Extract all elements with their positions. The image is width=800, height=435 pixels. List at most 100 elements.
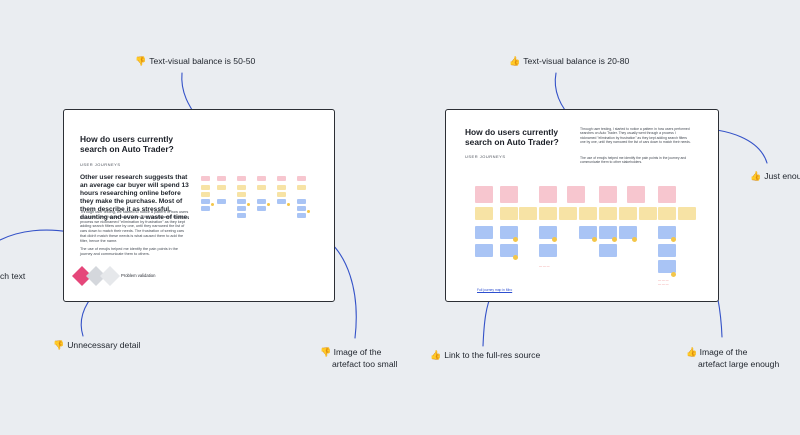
- annotation-text: Just enoug: [764, 171, 800, 181]
- sticky-note: [237, 199, 246, 204]
- pain-point-note: — — —: [539, 264, 550, 268]
- sticky-note: [297, 206, 306, 211]
- sticky-note: [217, 176, 226, 181]
- slide-title: How do users currently search on Auto Tr…: [465, 127, 559, 147]
- sticky-note: [658, 207, 676, 220]
- sticky-note: [201, 176, 210, 181]
- sticky-note: [539, 186, 557, 203]
- sticky-note: [539, 244, 557, 257]
- annotation-balance-left: 👎 Text-visual balance is 50-50: [135, 56, 255, 66]
- slide-body-text: Through user testing, we started to noti…: [80, 210, 190, 243]
- sticky-note: [567, 186, 585, 203]
- annotation-text: ch text: [0, 271, 26, 281]
- annotation-balance-right: 👍 Text-visual balance is 20-80: [509, 56, 629, 66]
- thumbs-up-icon: 👍: [509, 55, 521, 66]
- annotation-image-small: 👎 Image of the artefact too small: [320, 346, 397, 370]
- slide-subtitle: USER JOURNEYS: [80, 162, 121, 167]
- sticky-note: [201, 185, 210, 190]
- slide-lead-text: Other user research suggests that an ave…: [80, 174, 190, 221]
- sticky-note: [500, 244, 518, 257]
- sticky-note: [559, 207, 577, 220]
- emoji-icon: [612, 237, 617, 242]
- sticky-note: [579, 207, 597, 220]
- thumbs-down-icon: 👎: [135, 55, 147, 66]
- slide-body-text-2: The use of emojis helped me identify the…: [80, 247, 178, 256]
- annotation-link-source: 👍 Link to the full-res source: [430, 350, 540, 360]
- sticky-note: [639, 207, 657, 220]
- sticky-note: [277, 176, 286, 181]
- emoji-icon: [671, 272, 676, 277]
- pain-point-note: — — —: [658, 282, 669, 286]
- slide-body-text: Through user testing, I started to notic…: [580, 127, 691, 145]
- sticky-note: [237, 176, 246, 181]
- sticky-note: [500, 226, 518, 239]
- emoji-icon: [513, 255, 518, 260]
- emoji-icon: [267, 203, 270, 206]
- sticky-note: [201, 206, 210, 211]
- thumbs-up-icon: 👍: [750, 170, 762, 181]
- annotation-much-text: ch text: [0, 271, 25, 281]
- annotation-text: Unnecessary detail: [67, 340, 141, 350]
- sticky-note: [257, 185, 266, 190]
- emoji-icon: [247, 203, 250, 206]
- pain-point-note: — — —: [658, 278, 669, 282]
- emoji-icon: [632, 237, 637, 242]
- sticky-note: [539, 207, 557, 220]
- sticky-note: [658, 186, 676, 203]
- sticky-note: [201, 199, 210, 204]
- slide-title: How do users currently search on Auto Tr…: [80, 134, 174, 154]
- sticky-note: [658, 260, 676, 273]
- sticky-note: [475, 207, 493, 220]
- sticky-note: [237, 213, 246, 218]
- sticky-note: [599, 226, 617, 239]
- journey-map-thumbnail: [201, 176, 321, 236]
- emoji-icon: [552, 237, 557, 242]
- emoji-icon: [592, 237, 597, 242]
- emoji-icon: [307, 210, 310, 213]
- sticky-note: [237, 206, 246, 211]
- annotation-text: artefact large enough: [698, 359, 780, 369]
- sticky-note: [619, 226, 637, 239]
- sticky-note: [475, 186, 493, 203]
- sticky-note: [297, 185, 306, 190]
- sticky-note: [297, 176, 306, 181]
- slide-card-left: How do users currently search on Auto Tr…: [63, 109, 335, 302]
- annotation-text: Image of the: [699, 347, 748, 357]
- emoji-icon: [211, 203, 214, 206]
- sticky-note: [237, 185, 246, 190]
- annotation-unnecessary-detail: 👎 Unnecessary detail: [53, 340, 140, 350]
- slide-subtitle: USER JOURNEYS: [465, 154, 506, 159]
- annotation-text: artefact too small: [332, 359, 398, 369]
- emoji-icon: [671, 237, 676, 242]
- sticky-note: [217, 185, 226, 190]
- sticky-note: [257, 206, 266, 211]
- sticky-note: [277, 185, 286, 190]
- sticky-note: [539, 226, 557, 239]
- annotation-text: Text-visual balance is 50-50: [149, 56, 256, 66]
- slide-card-right: How do users currently search on Auto Tr…: [445, 109, 719, 302]
- annotation-text: Link to the full-res source: [444, 350, 541, 360]
- arrow-much-text: [0, 228, 72, 241]
- sticky-note: [678, 207, 696, 220]
- sticky-note: [500, 186, 518, 203]
- annotation-just-enough: 👍 Just enoug: [750, 171, 800, 181]
- sticky-note: [519, 207, 537, 220]
- problem-validation-label: Problem validation: [121, 273, 156, 278]
- emoji-icon: [513, 237, 518, 242]
- thumbs-down-icon: 👎: [320, 347, 332, 357]
- sticky-note: [297, 213, 306, 218]
- sticky-note: [627, 186, 645, 203]
- sticky-note: [658, 244, 676, 257]
- sticky-note: [619, 207, 637, 220]
- sticky-note: [257, 199, 266, 204]
- full-journey-link[interactable]: Full journey map in Miro: [477, 288, 513, 292]
- sticky-note: [500, 207, 518, 220]
- sticky-note: [257, 176, 266, 181]
- sticky-note: [658, 226, 676, 239]
- emoji-icon: [287, 203, 290, 206]
- thumbs-up-icon: 👍: [430, 349, 442, 360]
- sticky-note: [277, 199, 286, 204]
- sticky-note: [599, 244, 617, 257]
- sticky-note: [579, 226, 597, 239]
- annotation-image-large: 👍 Image of the artefact large enough: [686, 346, 779, 370]
